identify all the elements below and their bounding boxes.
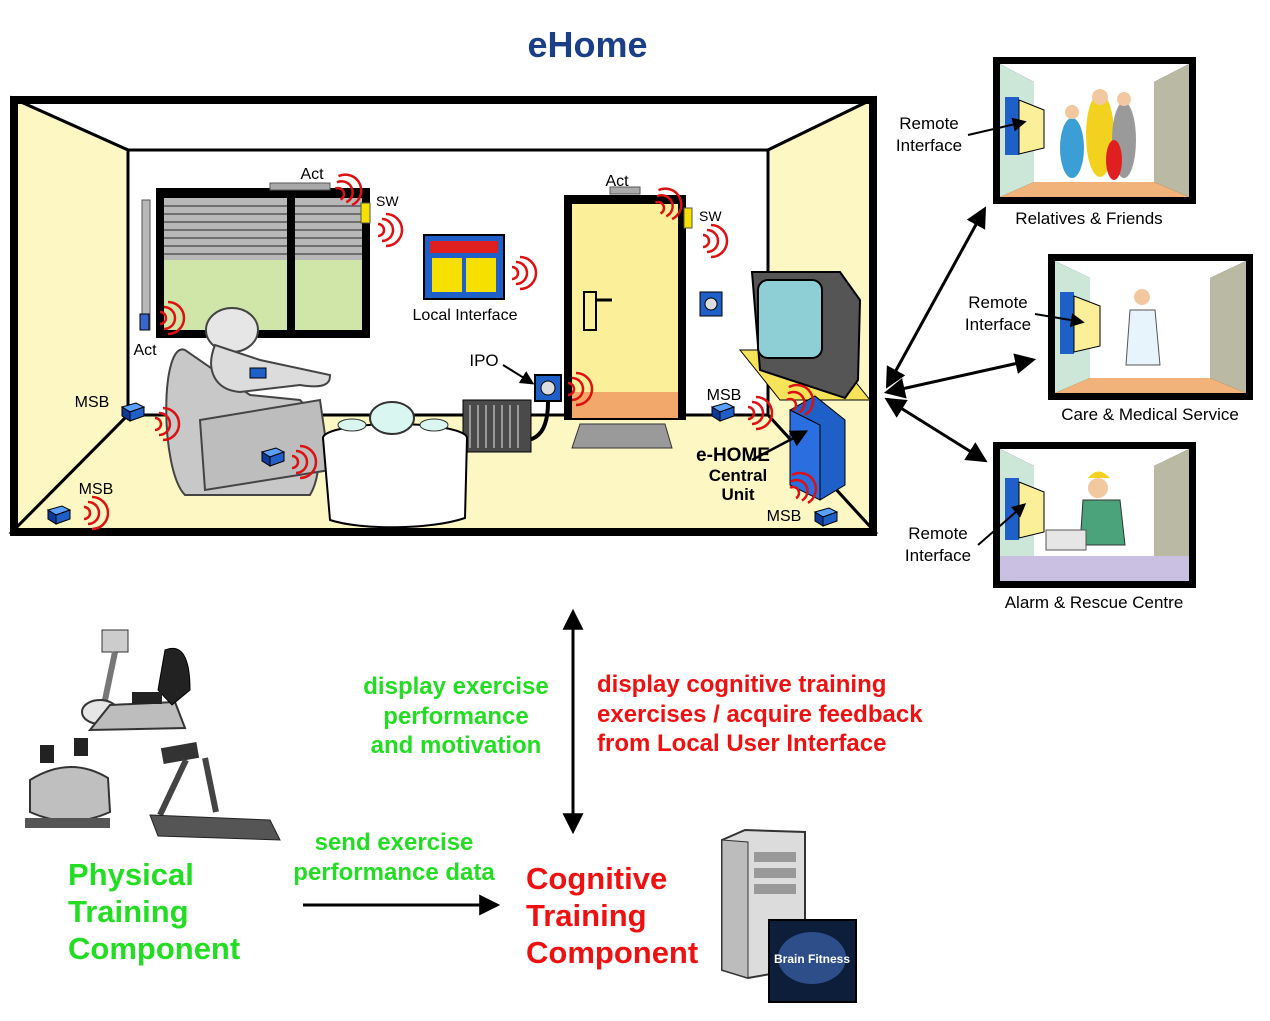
remote-interface-label-3a: Remote	[908, 524, 968, 543]
remote-interface-label-1a: Remote	[899, 114, 959, 133]
care-medical-caption: Care & Medical Service	[1061, 405, 1239, 424]
msb-right-label: MSB	[707, 387, 742, 404]
cognitive-line1: Cognitive	[526, 861, 668, 896]
physical-training-title: Physical Training Component	[68, 856, 308, 968]
sw-door-label: SW	[699, 208, 722, 224]
local-interface-panel	[423, 234, 505, 300]
tv	[738, 271, 872, 401]
display-exercise-text: display exercise performance and motivat…	[346, 672, 566, 761]
display-exercise-line3: and motivation	[370, 732, 542, 760]
msb-bottom-right-label: MSB	[767, 508, 802, 525]
display-exercise-line2: performance	[383, 702, 529, 730]
send-exercise-line2: performance data	[293, 858, 495, 886]
physical-line3: Component	[68, 931, 241, 967]
relatives-friends-caption: Relatives & Friends	[1015, 209, 1162, 228]
treadmill-image	[149, 741, 281, 841]
msb-left-label: MSB	[75, 394, 110, 411]
remote-interface-label-1b: Interface	[896, 136, 962, 155]
physical-line2: Training	[68, 894, 189, 930]
act-window-label: Act	[300, 166, 324, 183]
cognitive-training-title: Cognitive Training Component	[526, 860, 726, 972]
central-unit-label-1: e-HOME	[696, 445, 770, 466]
send-exercise-text: send exercise performance data	[278, 828, 510, 887]
act-door-label: Act	[605, 173, 629, 190]
display-exercise-line1: display exercise	[363, 673, 549, 700]
brain-fitness-text: Brain Fitness	[774, 952, 850, 966]
local-interface-label: Local Interface	[413, 307, 518, 324]
window	[156, 182, 371, 338]
ipo-label: IPO	[469, 351, 498, 370]
display-cognitive-line2: exercises / acquire feedback	[597, 700, 923, 728]
display-cognitive-line1: display cognitive training	[597, 671, 887, 698]
central-unit-label-3: Unit	[721, 485, 754, 504]
tea-table	[322, 401, 468, 529]
remote-panel-relatives: Remote Interface Relatives & Friends	[896, 57, 1196, 228]
send-exercise-line1: send exercise	[314, 829, 474, 856]
sw-window-label: SW	[376, 193, 399, 209]
brain-fitness-box: Brain Fitness	[768, 919, 857, 1003]
display-cognitive-text: display cognitive training exercises / a…	[597, 670, 977, 759]
remote-interface-label-3b: Interface	[905, 546, 971, 565]
remote-connection-arrows	[883, 206, 1037, 463]
act-left-label: Act	[133, 342, 157, 359]
room-illustration: Act SW Act Local Interface Act SW IPO MS…	[8, 95, 879, 536]
remote-panel-care: Remote Interface Care & Medical Service	[965, 254, 1253, 424]
exercise-bike-image	[25, 738, 112, 828]
cognitive-line3: Component	[526, 935, 699, 971]
remote-panel-alarm: Remote Interface Alarm & Rescue Centre	[905, 442, 1196, 612]
recumbent-bike-image	[81, 629, 191, 732]
page-title: eHome	[527, 24, 648, 65]
central-unit-label-2: Central	[709, 466, 768, 485]
display-cognitive-line3: from Local User Interface	[597, 730, 887, 758]
physical-line1: Physical	[68, 857, 194, 892]
alarm-rescue-caption: Alarm & Rescue Centre	[1005, 593, 1184, 612]
msb-bottom-left-label: MSB	[79, 481, 114, 498]
cognitive-line2: Training	[526, 898, 647, 934]
door	[564, 186, 693, 449]
remote-interface-label-2a: Remote	[968, 293, 1028, 312]
remote-interface-label-2b: Interface	[965, 315, 1031, 334]
